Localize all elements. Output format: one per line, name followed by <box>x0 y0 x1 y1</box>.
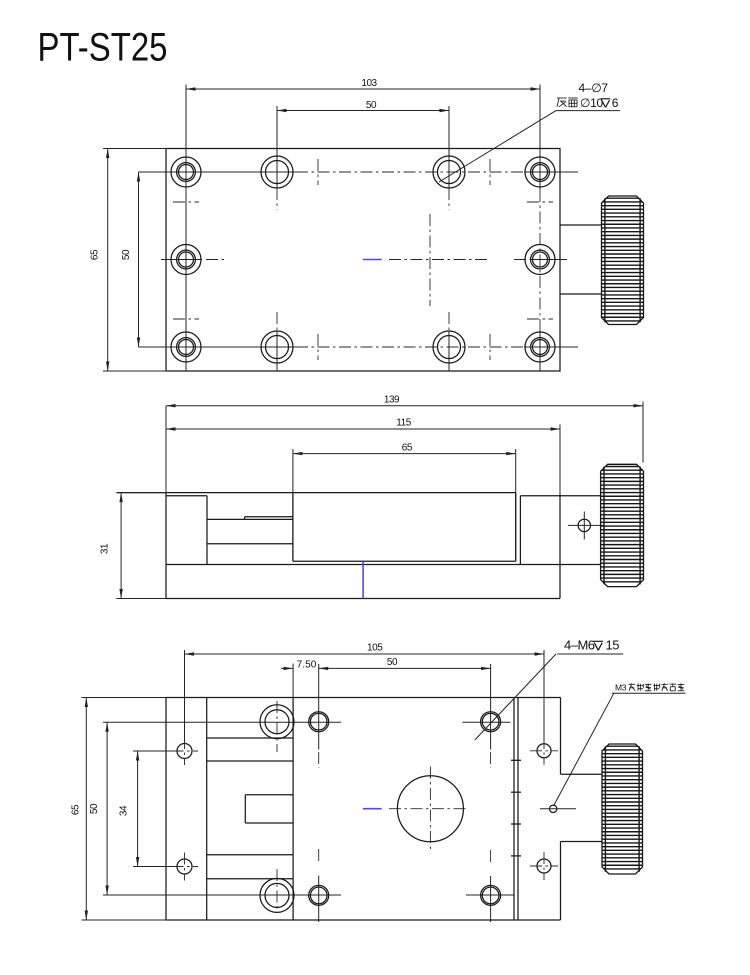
svg-text:4–∅7: 4–∅7 <box>579 81 609 95</box>
svg-text:103: 103 <box>361 78 377 89</box>
svg-text:139: 139 <box>384 394 400 405</box>
svg-text:PT-ST25: PT-ST25 <box>38 26 168 70</box>
svg-text:7.50: 7.50 <box>297 659 317 670</box>
svg-text:50: 50 <box>121 249 132 260</box>
svg-text:M3: M3 <box>615 683 627 693</box>
svg-text:65: 65 <box>402 442 413 453</box>
svg-text:34: 34 <box>119 805 130 816</box>
svg-text:∅10: ∅10 <box>580 96 604 110</box>
svg-text:6: 6 <box>612 96 619 110</box>
svg-text:4–M6: 4–M6 <box>564 638 595 653</box>
svg-text:50: 50 <box>387 657 398 668</box>
svg-text:115: 115 <box>396 418 411 429</box>
svg-text:65: 65 <box>71 804 82 815</box>
svg-text:65: 65 <box>90 249 101 260</box>
svg-text:15: 15 <box>606 638 620 653</box>
svg-text:105: 105 <box>367 643 383 654</box>
svg-text:50: 50 <box>89 803 100 814</box>
svg-text:50: 50 <box>366 100 377 111</box>
svg-text:31: 31 <box>100 543 111 554</box>
